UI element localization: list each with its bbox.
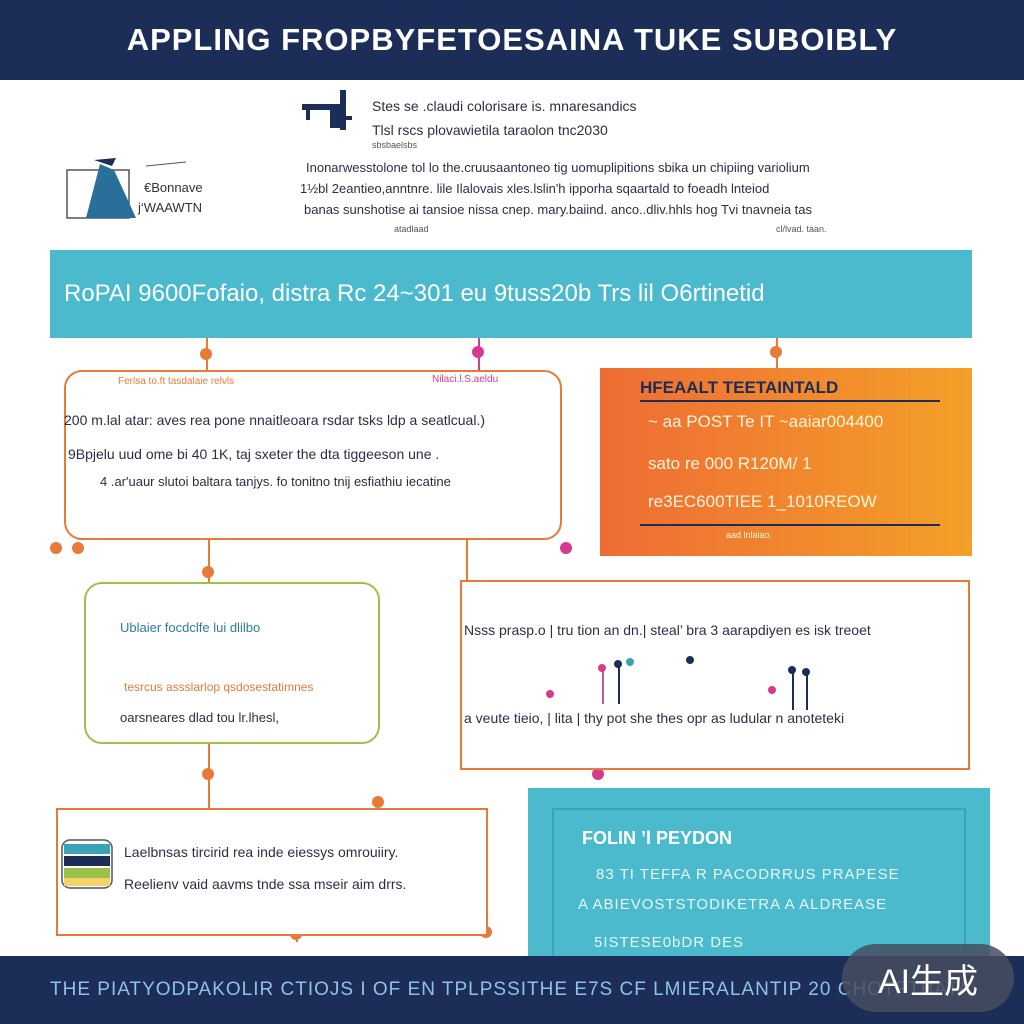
stats-divider [640,400,940,402]
info-card-teal [528,788,990,956]
pin-head [768,686,776,694]
intro-line-2: Tlsl rscs plovawietila taraolon tnc2030 [372,122,608,138]
info-card-right [460,580,970,770]
pin-head [686,656,694,664]
pin-head [788,666,796,674]
info-card-bottom-left [56,808,488,936]
card-line: 200 m.lal atar: aves rea pone nnaitleoar… [64,412,486,428]
stats-line: sato re 000 R120M/ 1 [648,454,812,473]
caption-right: cl/lvad. taan. [776,224,827,234]
page-title: APPLING FROPBYFETOESAINA TUKE SUBOIBLY [126,22,898,57]
database-icon [61,839,113,889]
connector-dot [72,542,84,554]
connector-dot [200,348,212,360]
banner: RoPAI 9600Fofaio, distra Rc 24~301 eu 9t… [50,250,972,338]
pin-line [602,668,604,704]
card-line: Nsss prasp.o | tru tion an dn.| steal’ b… [464,622,871,638]
connector-dot [50,542,62,554]
connector-dot [372,796,384,808]
card-line: Reelienv vaid aavms tnde ssa mseir aim d… [124,876,407,892]
card-title: Ublaier focdclfe lui dlilbo [120,620,261,635]
stats-title: HFEAALT TEETAINTALD [640,378,839,397]
info-card-left [64,370,562,540]
teal-card-line: 5ISTESE0bDR DES [594,934,745,951]
intro-paragraph-line: banas sunshotise ai tansioe nissa cnep. … [304,202,813,217]
teal-card-title: FOLIN ’l PEYDON [582,828,733,848]
connector-dot [560,542,572,554]
stats-line: ~ aa POST Te IT ~aaiar004400 [648,412,884,431]
pin-head [546,690,554,698]
intro-paragraph-line: 1½bl 2eantieo,anntnre. lile Ilalovais xl… [300,181,770,196]
connector-dot [472,346,484,358]
stats-line: re3EC600TIEE 1_1010REOW [648,492,877,511]
card-heading-right: Nilaci.l.S.aeldu [432,374,499,385]
footer-bar: THE PIATYODPAKOLIR CTIOJS I OF EN TPLPSS… [0,956,1024,1024]
header-bar: APPLING FROPBYFETOESAINA TUKE SUBOIBLY [0,0,1024,80]
logo-icon [66,158,187,219]
connector-dot [592,768,604,780]
teal-card-line: A ABIEVOSTSTODIKETRA A ALDREASE [578,896,888,913]
stats-divider [640,524,940,526]
card-line: a veute tieio, | lita | thy pot she thes… [464,710,845,726]
connector-line [466,538,468,580]
connector-dot [770,346,782,358]
pin-head [626,658,634,666]
card-line: 4 .ar'uaur slutoi baltara tanjys. fo ton… [100,474,451,489]
connector-line [208,538,210,582]
stats-small: aad lnlaiao. [726,530,773,540]
pin-line [618,664,620,704]
map-pin-icon [302,90,352,130]
intro-paragraph-line: Inonarwesstolone tol lo the.cruusaantone… [306,160,810,175]
card-line: 9Bpjelu uud ome bi 40 1K, taj sxeter the… [68,446,440,462]
caption-left: atadlaad [394,224,429,234]
pin-head [614,660,622,668]
banner-text: RoPAI 9600Fofaio, distra Rc 24~301 eu 9t… [64,280,765,307]
connector-dot [202,566,214,578]
pin-line [806,672,808,710]
card-line: Laelbnsas tircirid rea inde eiessys omro… [124,844,399,860]
pin-line [792,670,794,710]
teal-card-line: 83 TI TEFFA R PACODRRUS PRAPESE [596,866,900,883]
logo-line-1: €Bonnave [144,180,203,195]
ai-generated-badge: AI生成 [842,944,1014,1012]
connector-dot [202,768,214,780]
intro-line-1: Stes se .claudi colorisare is. mnaresand… [372,98,637,114]
footer-text: THE PIATYODPAKOLIR CTIOJS I OF EN TPLPSS… [50,979,972,1000]
card-subtitle: tesrcus assslarlop qsdosestatimnes [124,680,314,694]
info-card-green [84,582,380,744]
intro-small: sbsbaelsbs [372,140,418,150]
card-line: oarsneares dlad tou lr.lhesl, [120,710,279,725]
logo-line-2: j‘WAAWTN [138,200,203,215]
card-heading: Ferlsa to.ft tasdalaie relvls [118,376,235,387]
pin-head [802,668,810,676]
pin-head [598,664,606,672]
